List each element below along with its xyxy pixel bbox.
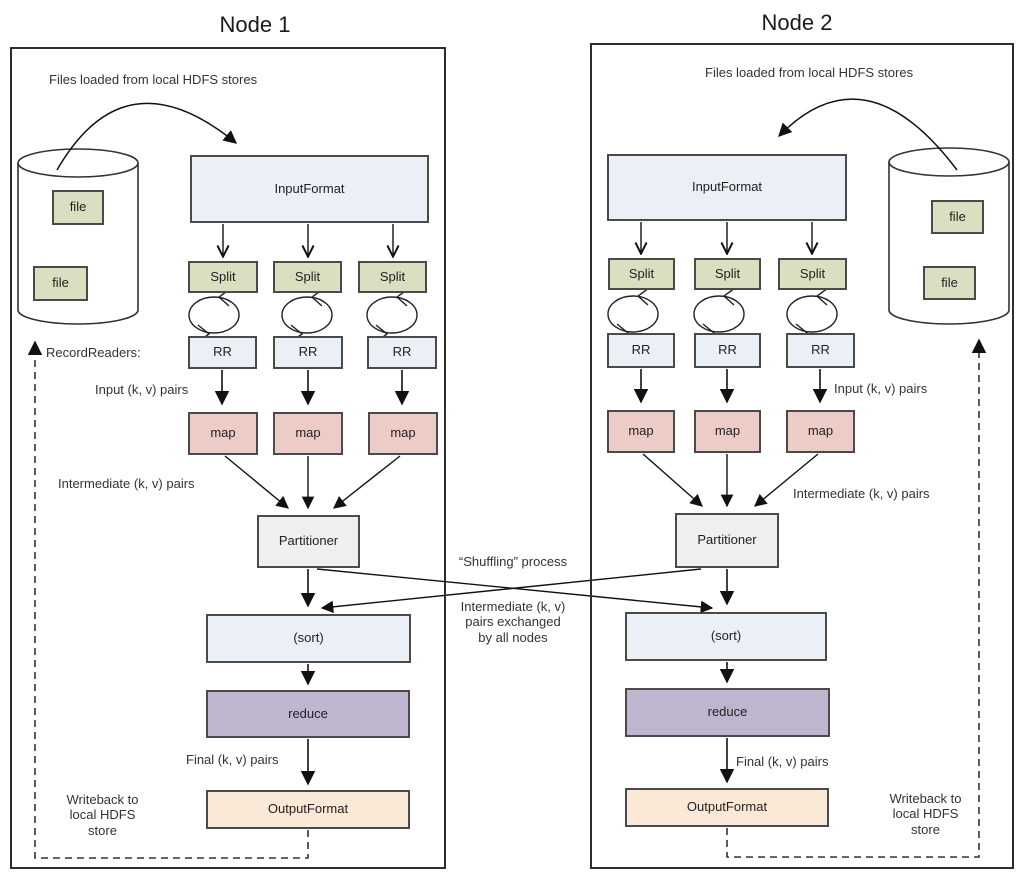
node1-input-pairs-label: Input (k, v) pairs (95, 382, 189, 397)
node1-split-box-1: Split (188, 261, 258, 293)
node1-rr-box-2: RR (273, 336, 343, 369)
node1-partitioner-box: Partitioner (257, 515, 360, 568)
node1-rr-box-3: RR (367, 336, 437, 369)
node2-files-loaded-label: Files loaded from local HDFS stores (705, 65, 914, 80)
node1-title: Node 1 (219, 12, 291, 37)
node2-split-box-1: Split (608, 258, 675, 290)
node1-split-box-2: Split (273, 261, 342, 293)
node2-map-box-3: map (786, 410, 855, 453)
hdfs-cylinder-node1 (17, 148, 139, 325)
node1-container (10, 47, 446, 869)
node1-map-box-2: map (273, 412, 343, 455)
node1-intermediate-pairs-label: Intermediate (k, v) pairs (58, 476, 195, 491)
inputformat-to-split-arrows-node2 (641, 222, 812, 253)
node2-input-pairs-label: Input (k, v) pairs (834, 381, 928, 396)
inputformat-to-split-arrows-node1 (223, 224, 393, 256)
node2-container (590, 43, 1014, 869)
node1-files-loaded-label: Files loaded from local HDFS stores (49, 72, 258, 87)
rr-to-map-arrows-node1 (214, 370, 410, 406)
node1-map-box-1: map (188, 412, 258, 455)
node1-rr-box-1: RR (188, 336, 257, 369)
node1-file-box-2: file (33, 266, 88, 301)
node2-final-pairs-label: Final (k, v) pairs (736, 754, 829, 769)
node1-split-box-3: Split (358, 261, 427, 293)
node2-map-box-1: map (607, 410, 675, 453)
node2-split-box-2: Split (694, 258, 761, 290)
map-to-partitioner-arrows-node1 (224, 455, 401, 510)
node2-reduce-box: reduce (625, 688, 830, 737)
rr-to-map-arrows-node2 (633, 369, 828, 404)
shuffle-exchange-label: Intermediate (k, v) pairs exchanged by a… (460, 599, 566, 645)
node2-inputformat-box: InputFormat (607, 154, 847, 221)
node2-rr-box-3: RR (786, 333, 855, 368)
node1-sort-box: (sort) (206, 614, 411, 663)
node2-split-box-3: Split (778, 258, 847, 290)
writeback-dashed-arrow-node1 (27, 340, 309, 859)
node1-final-pairs-label: Final (k, v) pairs (186, 752, 279, 767)
node1-recordreaders-label: RecordReaders: (46, 345, 141, 360)
node2-outputformat-box: OutputFormat (625, 788, 829, 827)
map-to-partitioner-arrows-node2 (642, 453, 819, 508)
node2-writeback-label: Writeback to local HDFS store (889, 791, 962, 837)
files-load-arrow-node2 (778, 98, 958, 171)
hdfs-cylinder-node2 (888, 147, 1010, 325)
node2-map-box-2: map (694, 410, 761, 453)
node1-file-box-1: file (52, 190, 104, 225)
writeback-dashed-arrow-node2 (726, 338, 987, 858)
node1-outputformat-box: OutputFormat (206, 790, 410, 829)
shuffle-arrow-node2-to-node1 (320, 568, 702, 614)
node2-rr-box-1: RR (607, 333, 675, 368)
node2-sort-box: (sort) (625, 612, 827, 661)
node1-reduce-box: reduce (206, 690, 410, 738)
node2-rr-box-2: RR (694, 333, 761, 368)
node1-inputformat-box: InputFormat (190, 155, 429, 223)
node2-partitioner-box: Partitioner (675, 513, 779, 568)
node2-file-box-1: file (931, 200, 984, 234)
node2-file-box-2: file (923, 266, 976, 300)
files-load-arrow-node1 (56, 102, 238, 171)
shuffling-process-label: “Shuffling” process (458, 554, 568, 569)
node2-intermediate-pairs-label: Intermediate (k, v) pairs (793, 486, 930, 501)
node1-writeback-label: Writeback to local HDFS store (66, 792, 139, 838)
node1-map-box-3: map (368, 412, 438, 455)
node2-title: Node 2 (761, 10, 833, 35)
